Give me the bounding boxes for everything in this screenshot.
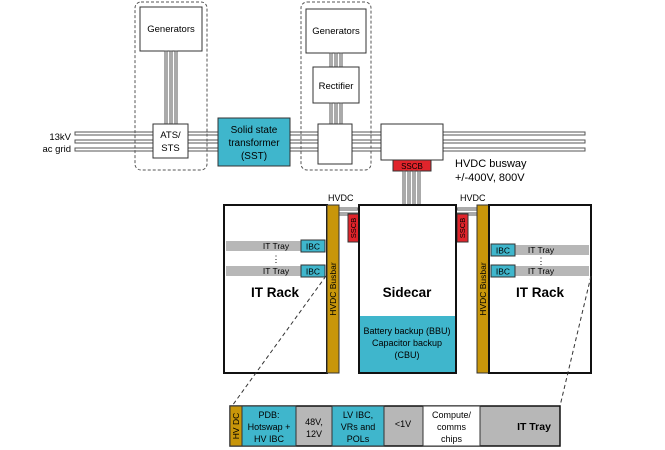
cbu-label: Capacitor backup [372, 338, 442, 348]
sscb-top-box [392, 159, 432, 172]
tray-hv-dc-label: HV DC [231, 413, 241, 439]
it-tray-right-2-label: IT Tray [528, 266, 555, 276]
hvdc-busway-voltage: +/-400V, 800V [455, 172, 525, 184]
generators-right-label: Generators [312, 26, 360, 37]
tray-lv-label-2: VRs and [341, 422, 376, 432]
tray-pdb-label-1: PDB: [258, 410, 279, 420]
ibc-right-1-label: IBC [496, 246, 510, 256]
cbu-abbrev: (CBU) [395, 350, 420, 360]
sscb-right-label: SSCB [458, 218, 467, 238]
ibc-left-2-label: IBC [306, 267, 320, 277]
zoom-line-left [231, 275, 327, 407]
it-tray-right-1 [491, 245, 589, 255]
grid-label-13kv: 13kV [49, 132, 71, 143]
sst-label-3: (SST) [241, 151, 267, 162]
grid-label-ac-grid: ac grid [42, 144, 71, 155]
tray-chips-label-1: Compute/ [432, 410, 472, 420]
hvdc-busbar-left-label: HVDC Busbar [328, 262, 338, 316]
ibc-left-2 [300, 264, 326, 278]
hvdc-busbar-left [326, 204, 340, 374]
sidecar-feed [402, 170, 421, 206]
tray-pdb-box [241, 405, 297, 447]
rectifier-box [312, 66, 360, 104]
hvdc-busway-label: HVDC busway [455, 158, 527, 170]
sidecar-title: Sidecar [383, 285, 433, 300]
ats-label: ATS/ [160, 130, 181, 141]
tray-48v-label: 48V, [305, 417, 323, 427]
ibc-right-2 [490, 264, 516, 278]
tray-12v-label: 12V [306, 429, 322, 439]
it-rack-left-title: IT Rack [251, 285, 300, 300]
tray-lv-ibc-box [331, 405, 385, 447]
sst-label-1: Solid state [231, 125, 278, 136]
generators-left-label: Generators [147, 24, 195, 35]
tray-chips-label-2: comms [437, 422, 466, 432]
bbu-label: Battery backup (BBU) [363, 326, 450, 336]
generator-group-right-dashed [300, 1, 372, 171]
hvdc-label-left: HVDC [328, 193, 354, 203]
tray-lv-label-3: POLs [347, 434, 370, 444]
bbu-cbu-box [360, 316, 455, 372]
ats-sts-box [152, 123, 189, 159]
ibc-right-2-label: IBC [496, 267, 510, 277]
zoom-line-right [559, 275, 592, 407]
rectifier-junction-box [317, 123, 353, 165]
it-tray-left-1 [226, 241, 325, 251]
it-tray-left-2-label: IT Tray [263, 266, 290, 276]
tray-detail-title: IT Tray [517, 421, 551, 433]
sts-label: STS [161, 143, 179, 154]
it-tray-right-2 [491, 266, 589, 276]
hvdc-node-box [380, 123, 444, 161]
generators-right-feed [329, 52, 343, 68]
ibc-right-1 [490, 243, 516, 257]
sscb-left-label: SSCB [349, 218, 358, 238]
sst-box [217, 117, 291, 167]
hvdc-busbar-right-label: HVDC Busbar [478, 262, 488, 316]
it-rack-right-title: IT Rack [516, 285, 565, 300]
tray-chips-box [422, 405, 481, 447]
hvdc-label-right: HVDC [460, 193, 486, 203]
generators-left-feed [164, 50, 178, 125]
it-tray-left-1-label: IT Tray [263, 241, 290, 251]
ibc-left-1-label: IBC [306, 242, 320, 252]
it-rack-right [488, 204, 592, 374]
rectifier-label: Rectifier [319, 81, 354, 92]
sst-label-2: transformer [228, 138, 280, 149]
generator-group-left-dashed [134, 1, 208, 171]
sscb-top-label: SSCB [401, 162, 423, 171]
tray-pdb-label-2: Hotswap + [248, 422, 291, 432]
tray-pdb-label-3: HV IBC [254, 434, 285, 444]
tray-lt1v-label: <1V [395, 419, 411, 429]
tray-ellipsis-left: ⋮ [272, 254, 281, 264]
ibc-left-1 [300, 239, 326, 253]
tray-chips-label-3: chips [441, 434, 463, 444]
generators-right-box [305, 8, 367, 54]
tray-lv-label-1: LV IBC, [343, 410, 373, 420]
it-tray-left-2 [226, 266, 325, 276]
rectifier-feed [329, 102, 343, 125]
it-tray-right-1-label: IT Tray [528, 245, 555, 255]
tray-ellipsis-right: ⋮ [537, 256, 546, 266]
